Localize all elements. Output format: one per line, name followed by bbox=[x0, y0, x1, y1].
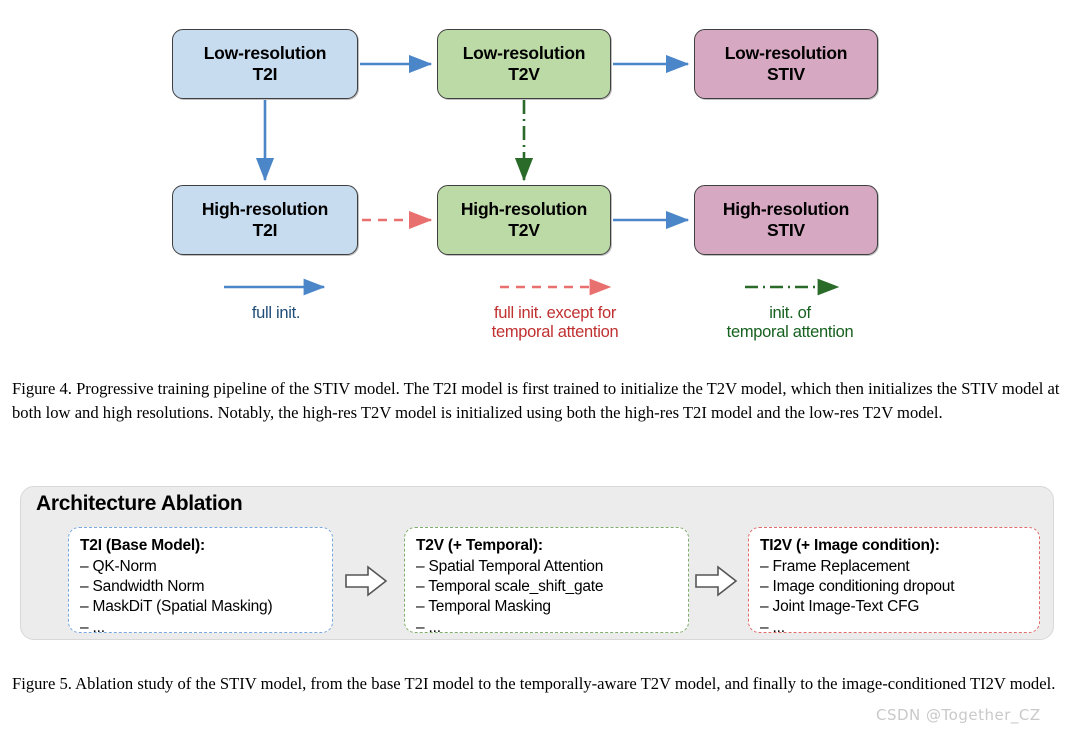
legend-solid-arrow-icon bbox=[224, 278, 326, 296]
node-line-2: STIV bbox=[766, 64, 806, 84]
csdn-watermark: CSDN @Together_CZ bbox=[876, 706, 1041, 724]
figure-4-caption: Figure 4. Progressive training pipeline … bbox=[12, 379, 1060, 422]
legend-item-full-init-except: full init. except for temporal attention bbox=[440, 278, 670, 342]
legend-label-full-init: full init. bbox=[251, 304, 301, 322]
panel-item: – ... bbox=[760, 618, 785, 636]
legend-label-init-temporal-attention: init. of temporal attention bbox=[726, 304, 854, 342]
ablation-panel-ti2v[interactable]: TI2V (+ Image condition): – Frame Replac… bbox=[748, 527, 1040, 636]
architecture-ablation-title: Architecture Ablation bbox=[36, 492, 243, 515]
legend-label-full-init-except: full init. except for temporal attention bbox=[491, 304, 619, 342]
panel-item: – Joint Image-Text CFG bbox=[760, 598, 920, 616]
node-low-resolution-stiv[interactable]: Low-resolution STIV bbox=[694, 29, 878, 99]
panel-item: – Temporal Masking bbox=[416, 598, 551, 616]
node-line-1: Low-resolution bbox=[462, 42, 586, 63]
node-line-1: Low-resolution bbox=[203, 42, 327, 63]
node-low-resolution-t2v[interactable]: Low-resolution T2V bbox=[437, 29, 611, 99]
legend-item-init-temporal-attention: init. of temporal attention bbox=[690, 278, 890, 342]
node-low-resolution-t2i[interactable]: Low-resolution T2I bbox=[172, 29, 358, 99]
panel-heading: TI2V (+ Image condition): bbox=[760, 537, 940, 554]
figure-5-caption: Figure 5. Ablation study of the STIV mod… bbox=[12, 674, 1056, 693]
node-line-1: Low-resolution bbox=[724, 42, 848, 63]
panel-item: – MaskDiT (Spatial Masking) bbox=[80, 598, 273, 616]
block-arrow-t2i-to-t2v-icon bbox=[345, 565, 388, 597]
panel-item: – Sandwidth Norm bbox=[80, 578, 205, 596]
node-line-2: T2V bbox=[508, 64, 540, 84]
panel-item: – ... bbox=[416, 618, 441, 636]
block-arrow-t2v-to-ti2v-icon bbox=[695, 565, 738, 597]
node-line-1: High-resolution bbox=[460, 198, 588, 219]
figure-4-pipeline-diagram: Low-resolution T2I Low-resolution T2V Lo… bbox=[0, 0, 1072, 360]
node-line-1: High-resolution bbox=[201, 198, 329, 219]
panel-item: – Frame Replacement bbox=[760, 558, 910, 576]
legend-dashdot-arrow-icon bbox=[745, 278, 840, 296]
ablation-panel-t2v[interactable]: T2V (+ Temporal): – Spatial Temporal Att… bbox=[404, 527, 689, 636]
node-high-resolution-stiv[interactable]: High-resolution STIV bbox=[694, 185, 878, 255]
ablation-panel-t2i[interactable]: T2I (Base Model): – QK-Norm – Sandwidth … bbox=[68, 527, 333, 636]
node-line-2: T2I bbox=[252, 64, 278, 84]
legend-item-full-init: full init. bbox=[196, 278, 356, 323]
node-high-resolution-t2i[interactable]: High-resolution T2I bbox=[172, 185, 358, 255]
panel-item: – Temporal scale_shift_gate bbox=[416, 578, 604, 596]
node-high-resolution-t2v[interactable]: High-resolution T2V bbox=[437, 185, 611, 255]
panel-item: – QK-Norm bbox=[80, 558, 157, 576]
node-line-2: T2I bbox=[252, 220, 278, 240]
panel-item: – ... bbox=[80, 618, 105, 636]
node-line-1: High-resolution bbox=[722, 198, 850, 219]
panel-heading: T2V (+ Temporal): bbox=[416, 537, 543, 554]
panel-heading: T2I (Base Model): bbox=[80, 537, 205, 554]
node-line-2: STIV bbox=[766, 220, 806, 240]
legend-dashed-arrow-icon bbox=[500, 278, 612, 296]
node-line-2: T2V bbox=[508, 220, 540, 240]
panel-item: – Image conditioning dropout bbox=[760, 578, 955, 596]
panel-item: – Spatial Temporal Attention bbox=[416, 558, 604, 576]
